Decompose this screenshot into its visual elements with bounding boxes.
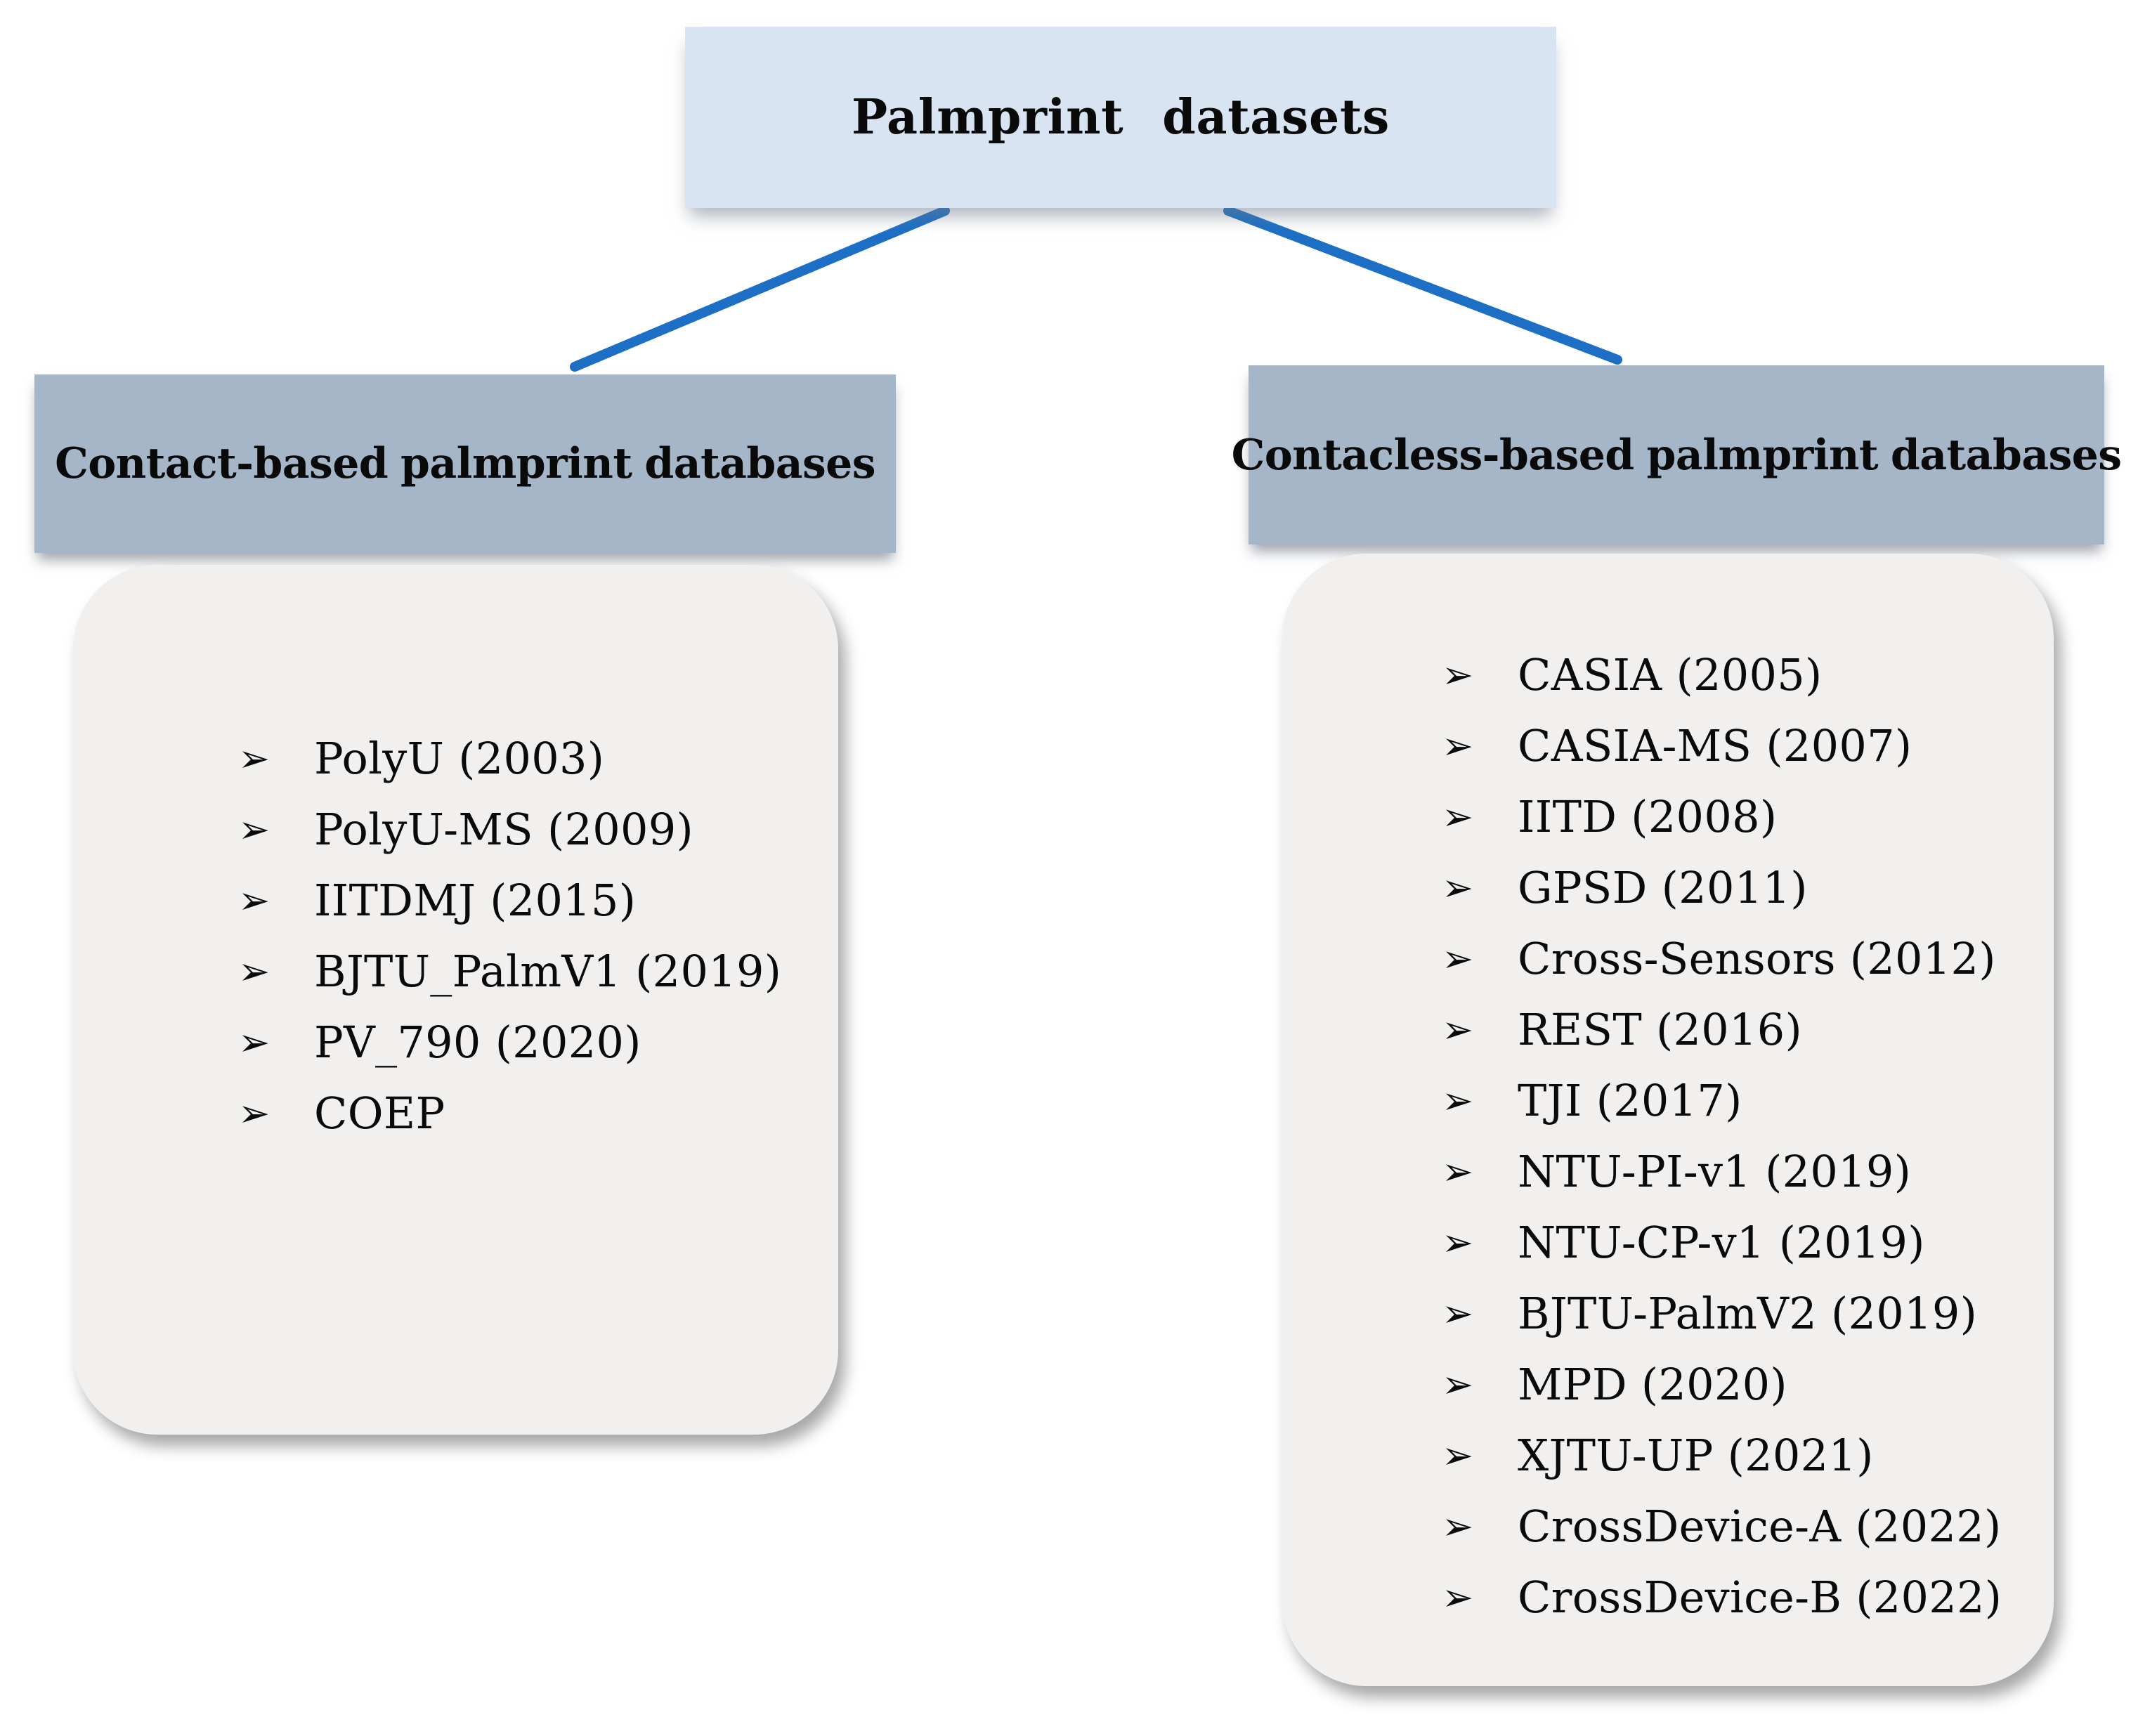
list-item: ➢ PolyU (2003)	[238, 723, 781, 794]
dataset-label: IITDMJ (2015)	[314, 875, 637, 926]
list-bullet-arrow-icon: ➢	[238, 807, 271, 851]
list-item: ➢ COEP	[238, 1078, 781, 1149]
dataset-label: IITD (2008)	[1518, 791, 1778, 842]
dataset-label: BJTU-PalmV2 (2019)	[1518, 1288, 1978, 1339]
list-bullet-arrow-icon: ➢	[1442, 1007, 1474, 1052]
list-bullet-arrow-icon: ➢	[1442, 1220, 1474, 1265]
list-item: ➢ BJTU_PalmV1 (2019)	[238, 936, 781, 1007]
list-item: ➢ NTU-CP-v1 (2019)	[1442, 1207, 2002, 1278]
list-bullet-arrow-icon: ➢	[238, 877, 271, 922]
dataset-label: NTU-PI-v1 (2019)	[1518, 1146, 1912, 1197]
list-item: ➢ CrossDevice-B (2022)	[1442, 1562, 2002, 1633]
dataset-label: COEP	[314, 1088, 445, 1139]
list-item: ➢ PV_790 (2020)	[238, 1007, 781, 1078]
dataset-label: GPSD (2011)	[1518, 862, 1808, 913]
list-bullet-arrow-icon: ➢	[1442, 652, 1474, 697]
list-item: ➢ GPSD (2011)	[1442, 852, 2002, 923]
list-item: ➢ REST (2016)	[1442, 994, 2002, 1065]
list-bullet-arrow-icon: ➢	[1442, 865, 1474, 910]
list-item: ➢ BJTU-PalmV2 (2019)	[1442, 1278, 2002, 1349]
dataset-label: TJI (2017)	[1518, 1075, 1742, 1126]
list-item: ➢ XJTU-UP (2021)	[1442, 1420, 2002, 1491]
list-item: ➢ PolyU-MS (2009)	[238, 794, 781, 865]
list-bullet-arrow-icon: ➢	[238, 736, 271, 781]
dataset-label: PolyU-MS (2009)	[314, 804, 693, 855]
list-bullet-arrow-icon: ➢	[1442, 1503, 1474, 1548]
contactless-based-dataset-list: ➢ CASIA (2005) ➢ CASIA-MS (2007) ➢ IITD …	[1442, 639, 2002, 1633]
list-item: ➢ Cross-Sensors (2012)	[1442, 923, 2002, 994]
contact-based-header: Contact-based palmprint databases	[34, 374, 896, 553]
list-bullet-arrow-icon: ➢	[1442, 794, 1474, 839]
dataset-label: Cross-Sensors (2012)	[1518, 933, 1996, 984]
list-item: ➢ NTU-PI-v1 (2019)	[1442, 1136, 2002, 1207]
dataset-label: CASIA (2005)	[1518, 649, 1823, 700]
list-item: ➢ CrossDevice-A (2022)	[1442, 1491, 2002, 1562]
dataset-label: NTU-CP-v1 (2019)	[1518, 1217, 1925, 1268]
dataset-label: REST (2016)	[1518, 1004, 1803, 1055]
list-item: ➢ TJI (2017)	[1442, 1065, 2002, 1136]
list-item: ➢ IITD (2008)	[1442, 781, 2002, 852]
list-bullet-arrow-icon: ➢	[1442, 1574, 1474, 1619]
list-item: ➢ CASIA (2005)	[1442, 639, 2002, 710]
dataset-label: CrossDevice-A (2022)	[1518, 1501, 2002, 1552]
list-bullet-arrow-icon: ➢	[238, 1090, 271, 1135]
list-bullet-arrow-icon: ➢	[1442, 1362, 1474, 1407]
dataset-label: PolyU (2003)	[314, 733, 605, 784]
list-bullet-arrow-icon: ➢	[1442, 936, 1474, 981]
root-node-palmprint-datasets: Palmprint datasets	[685, 27, 1556, 208]
list-bullet-arrow-icon: ➢	[238, 1019, 271, 1064]
dataset-label: CrossDevice-B (2022)	[1518, 1572, 2002, 1623]
list-bullet-arrow-icon: ➢	[1442, 1291, 1474, 1336]
list-bullet-arrow-icon: ➢	[1442, 1078, 1474, 1123]
dataset-label: MPD (2020)	[1518, 1359, 1787, 1410]
list-item: ➢ CASIA-MS (2007)	[1442, 710, 2002, 781]
list-item: ➢ MPD (2020)	[1442, 1349, 2002, 1420]
dataset-label: CASIA-MS (2007)	[1518, 720, 1912, 771]
list-bullet-arrow-icon: ➢	[1442, 723, 1474, 768]
arrow-left-icon	[570, 206, 950, 367]
contactless-based-header-label: Contacless-based palmprint databases	[1231, 430, 2122, 480]
contact-based-header-label: Contact-based palmprint databases	[55, 439, 875, 488]
list-item: ➢ IITDMJ (2015)	[238, 865, 781, 936]
list-bullet-arrow-icon: ➢	[1442, 1432, 1474, 1477]
dataset-label: PV_790 (2020)	[314, 1017, 641, 1068]
contact-based-list-panel: ➢ PolyU (2003) ➢ PolyU-MS (2009) ➢ IITDM…	[73, 565, 838, 1435]
contact-based-dataset-list: ➢ PolyU (2003) ➢ PolyU-MS (2009) ➢ IITDM…	[238, 723, 781, 1149]
dataset-label: XJTU-UP (2021)	[1518, 1430, 1874, 1481]
list-bullet-arrow-icon: ➢	[1442, 1149, 1474, 1194]
dataset-label: BJTU_PalmV1 (2019)	[314, 946, 782, 997]
contactless-based-header: Contacless-based palmprint databases	[1232, 365, 2122, 544]
diagram-title: Palmprint datasets	[851, 89, 1390, 145]
arrow-right-icon	[1223, 206, 1622, 360]
list-bullet-arrow-icon: ➢	[238, 948, 271, 993]
contactless-based-list-panel: ➢ CASIA (2005) ➢ CASIA-MS (2007) ➢ IITD …	[1282, 554, 2054, 1686]
